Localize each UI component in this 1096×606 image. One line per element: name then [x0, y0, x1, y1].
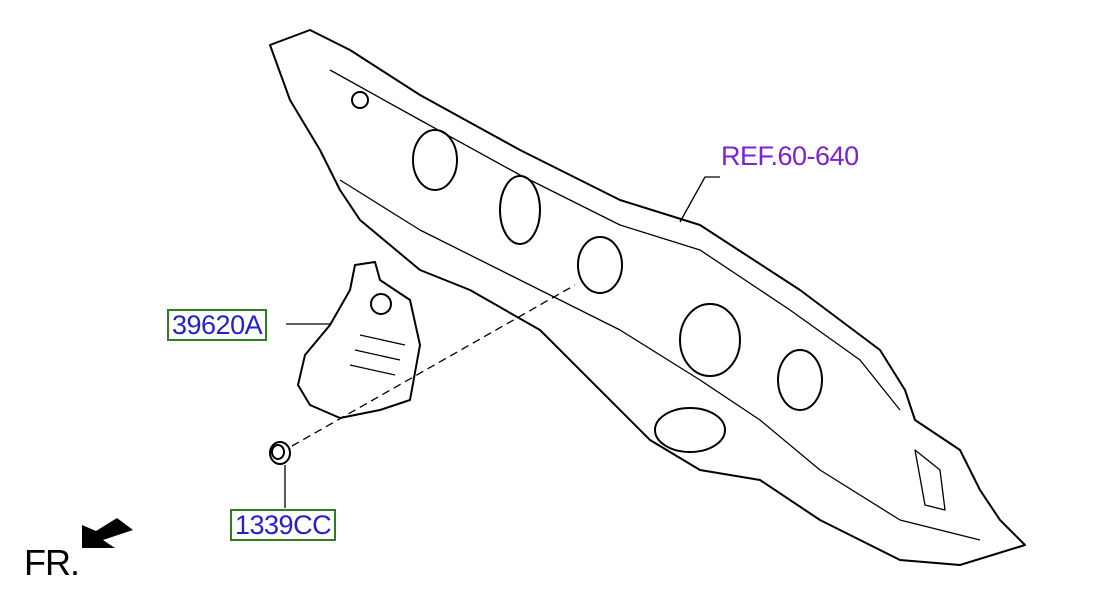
nut: [269, 441, 291, 465]
dash-panel: [269, 29, 1026, 566]
part-label-39620a[interactable]: 39620A: [167, 309, 268, 341]
relay-module: [297, 261, 421, 419]
part-label-1339cc[interactable]: 1339CC: [230, 509, 337, 541]
front-direction-label: FR.: [24, 542, 80, 583]
reference-label[interactable]: REF.60-640: [721, 141, 859, 171]
front-arrow-icon: [82, 518, 133, 548]
